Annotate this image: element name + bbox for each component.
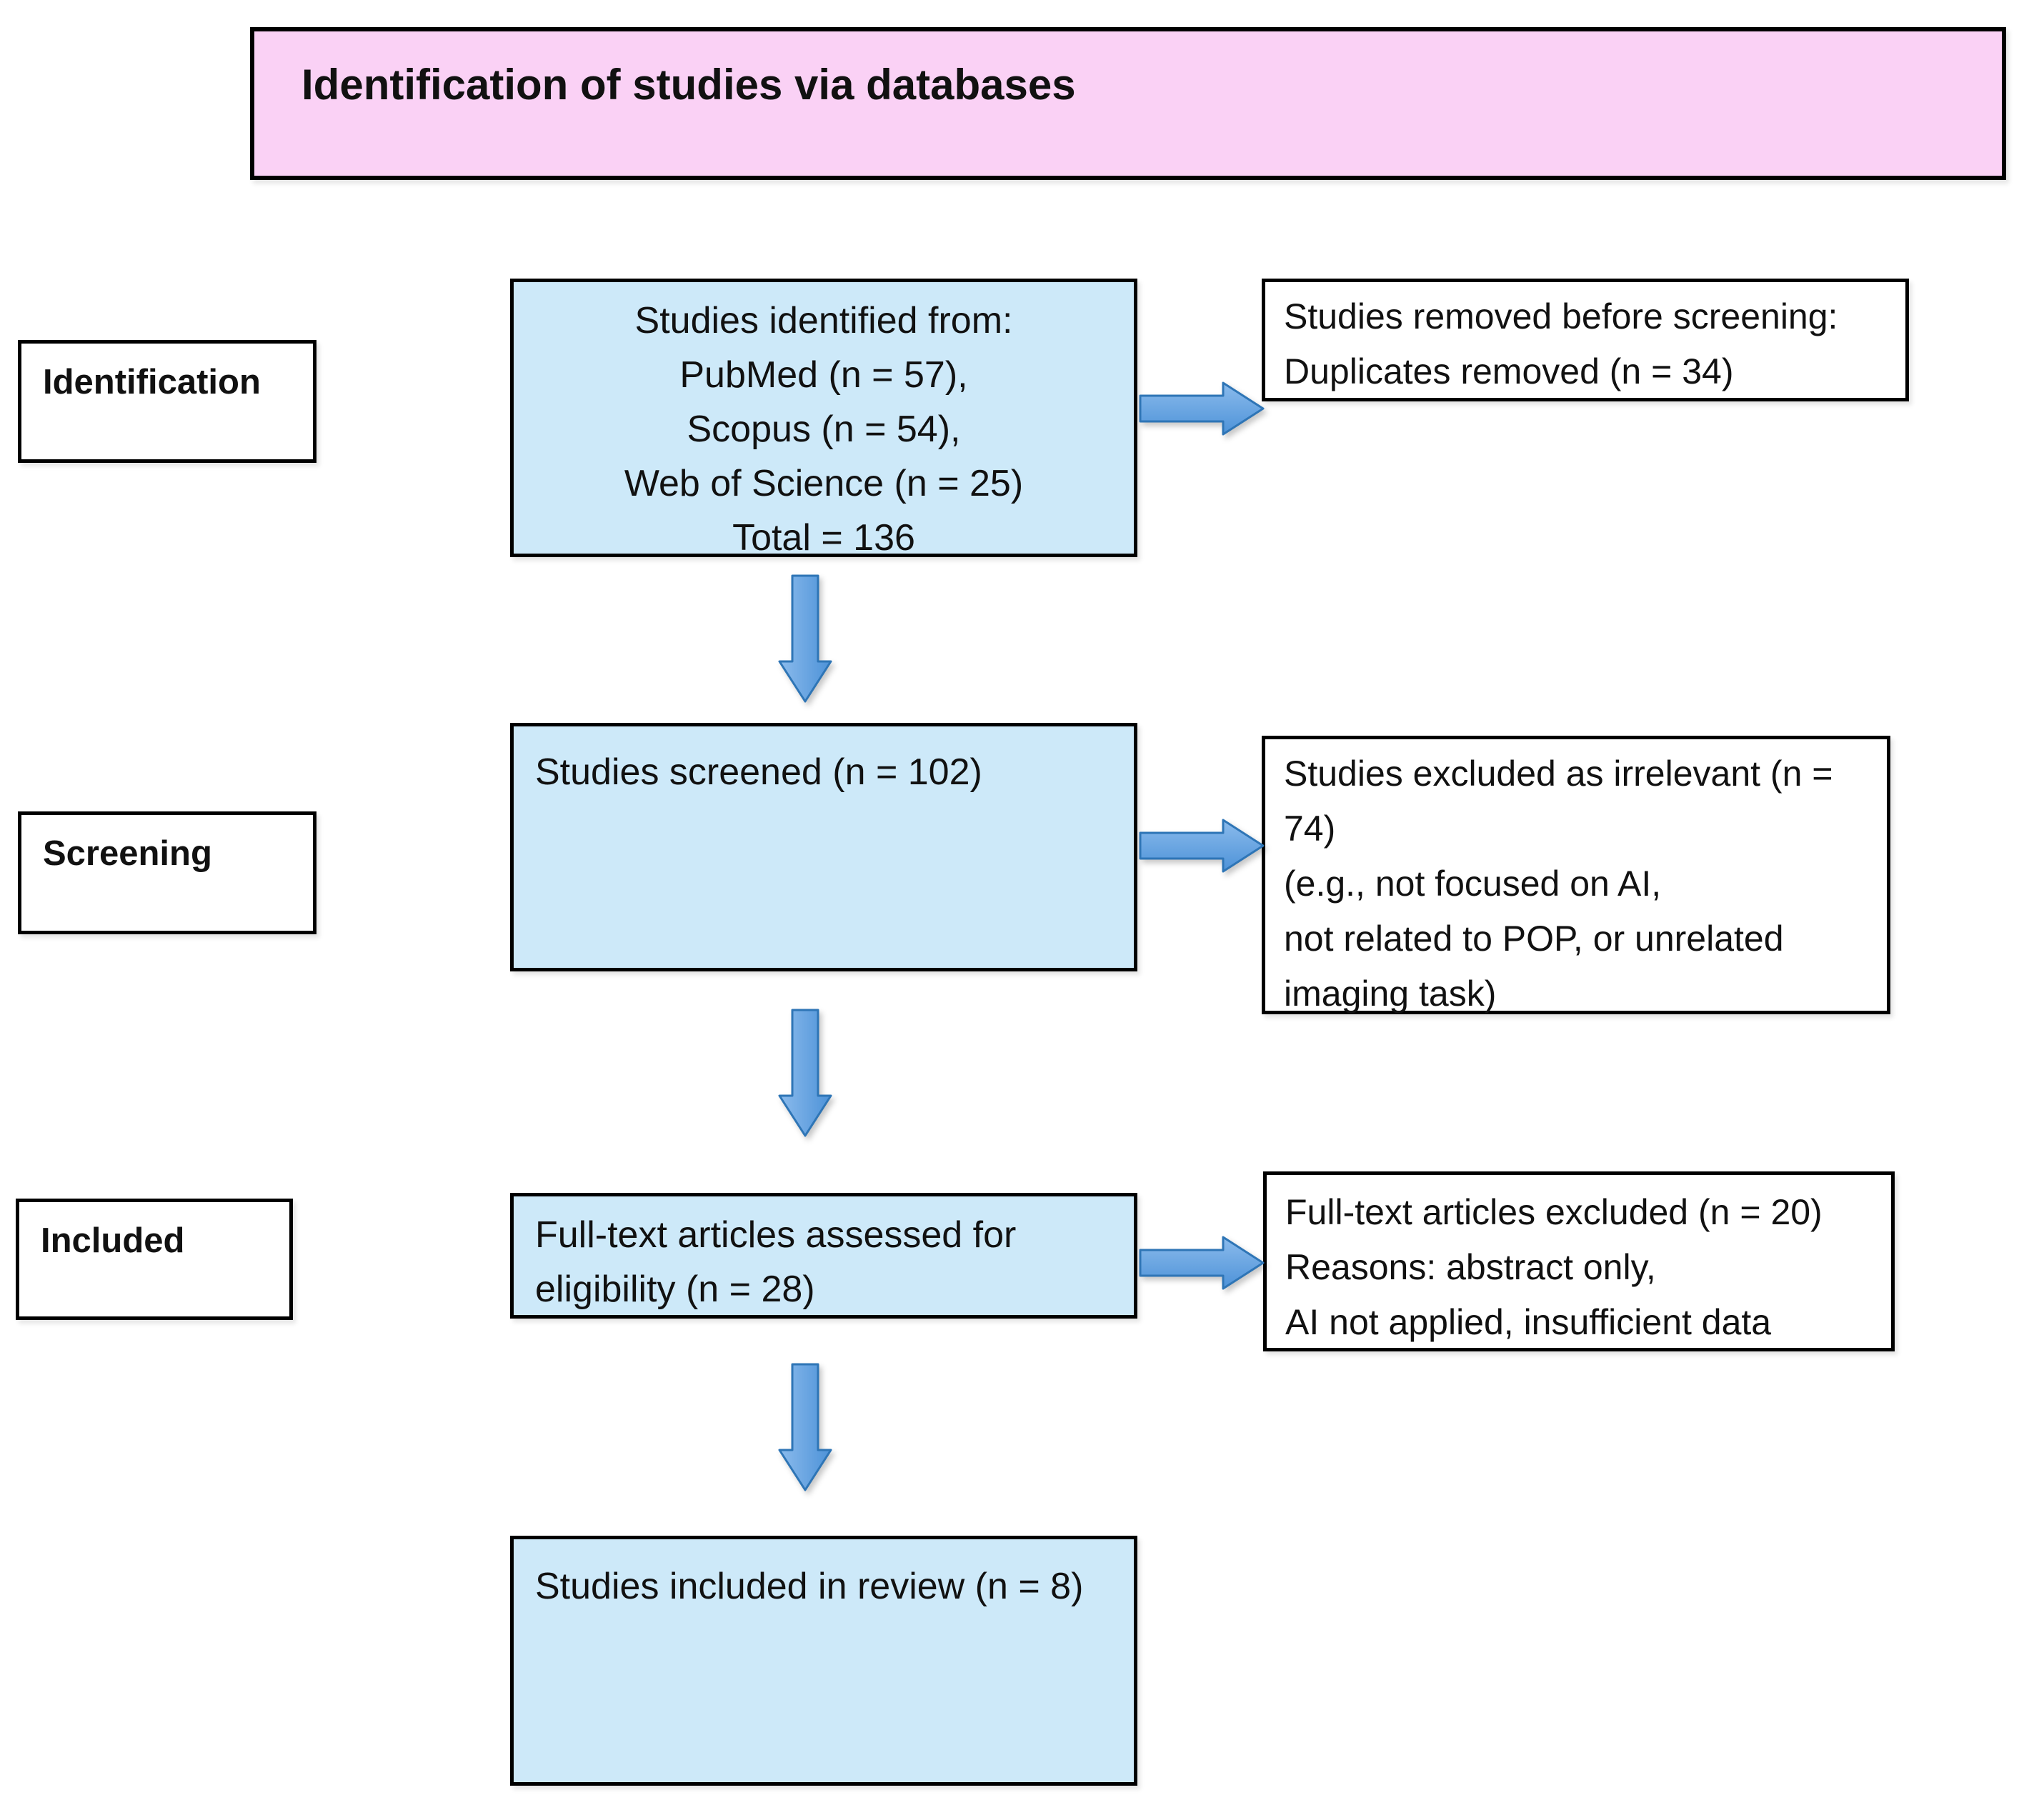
stage-box-identification: Identification xyxy=(18,340,316,463)
diagram-title: Identification of studies via databases xyxy=(301,61,1076,109)
flow-box-studies-identified: Studies identified from: PubMed (n = 57)… xyxy=(510,279,1137,559)
flow-line: Scopus (n = 54), xyxy=(687,409,961,450)
side-box-removed-before-screening: Studies removed before screening: Duplic… xyxy=(1262,279,1909,401)
side-line: Studies removed before screening: xyxy=(1284,296,1838,336)
flow-line: Total = 136 xyxy=(732,517,915,559)
flow-box-studies-included: Studies included in review (n = 8) xyxy=(510,1536,1137,1786)
flow-line: Studies identified from: xyxy=(634,300,1013,341)
side-line: Studies excluded as irrelevant (n = xyxy=(1284,754,1833,794)
side-line: not related to POP, or unrelated xyxy=(1284,919,1784,959)
side-line: Full-text articles excluded (n = 20) xyxy=(1285,1192,1823,1232)
arrow-down-icon xyxy=(778,1009,832,1137)
arrow-down-icon xyxy=(778,574,832,703)
side-line: 74) xyxy=(1284,809,1336,849)
arrow-right-icon xyxy=(1139,381,1265,436)
stage-label: Screening xyxy=(43,834,212,873)
stage-box-screening: Screening xyxy=(18,811,316,934)
flow-box-studies-screened: Studies screened (n = 102) xyxy=(510,723,1137,971)
stage-box-included: Included xyxy=(16,1199,293,1320)
stage-label: Included xyxy=(41,1221,185,1260)
flow-line: Studies included in review (n = 8) xyxy=(535,1566,1084,1607)
flow-line: eligibility (n = 28) xyxy=(535,1269,815,1310)
arrow-right-icon xyxy=(1139,1236,1265,1290)
flow-box-fulltext-assessed: Full-text articles assessed for eligibil… xyxy=(510,1193,1137,1319)
flow-line: Web of Science (n = 25) xyxy=(624,463,1024,504)
header-banner: Identification of studies via databases xyxy=(250,27,2006,180)
arrow-down-icon xyxy=(778,1363,832,1491)
side-box-fulltext-excluded: Full-text articles excluded (n = 20) Rea… xyxy=(1263,1171,1895,1351)
side-line: AI not applied, insufficient data xyxy=(1285,1302,1772,1342)
stage-label: Identification xyxy=(43,363,261,401)
arrow-right-icon xyxy=(1139,819,1265,873)
side-box-excluded-irrelevant: Studies excluded as irrelevant (n = 74) … xyxy=(1262,736,1890,1014)
flow-line: Full-text articles assessed for xyxy=(535,1214,1017,1256)
side-line: (e.g., not focused on AI, xyxy=(1284,864,1662,904)
flow-line: PubMed (n = 57), xyxy=(679,354,968,396)
side-line: Duplicates removed (n = 34) xyxy=(1284,351,1734,391)
side-line: imaging task) xyxy=(1284,974,1497,1014)
flow-line: Studies screened (n = 102) xyxy=(535,751,982,793)
side-line: Reasons: abstract only, xyxy=(1285,1247,1656,1287)
